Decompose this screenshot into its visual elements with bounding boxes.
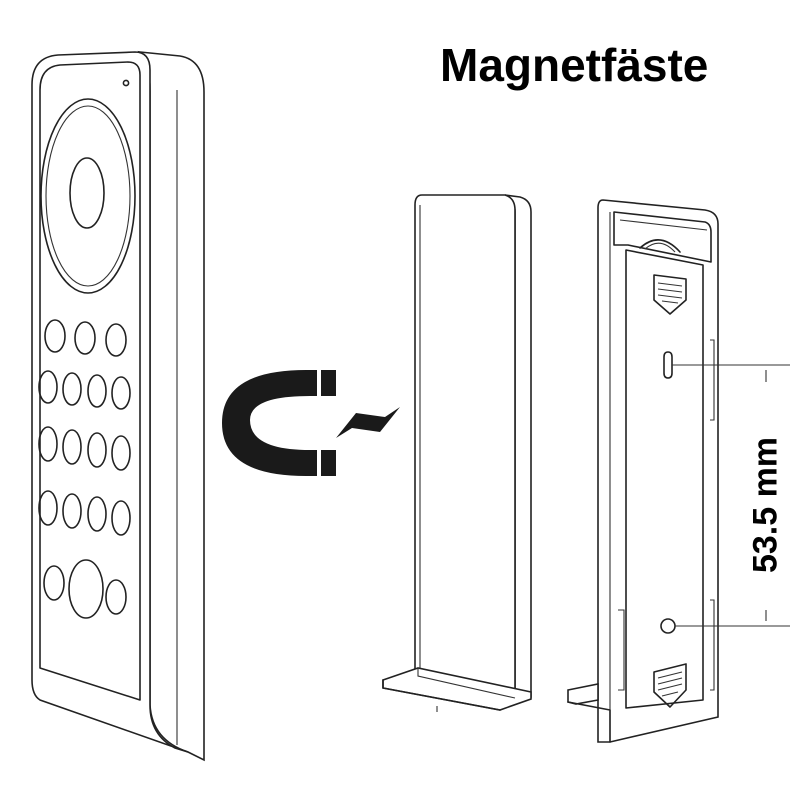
title: Magnetfäste — [440, 39, 709, 91]
dimension-lines — [672, 364, 790, 627]
keypad-buttons — [38, 319, 131, 619]
magnet-icon — [222, 370, 336, 476]
magnetic-holder-front — [382, 194, 532, 712]
magnetic-force-icon — [336, 407, 400, 438]
dimension-label: 53.5 mm — [746, 436, 785, 574]
magnetic-holder-back — [567, 199, 719, 743]
remote-control — [31, 50, 205, 762]
